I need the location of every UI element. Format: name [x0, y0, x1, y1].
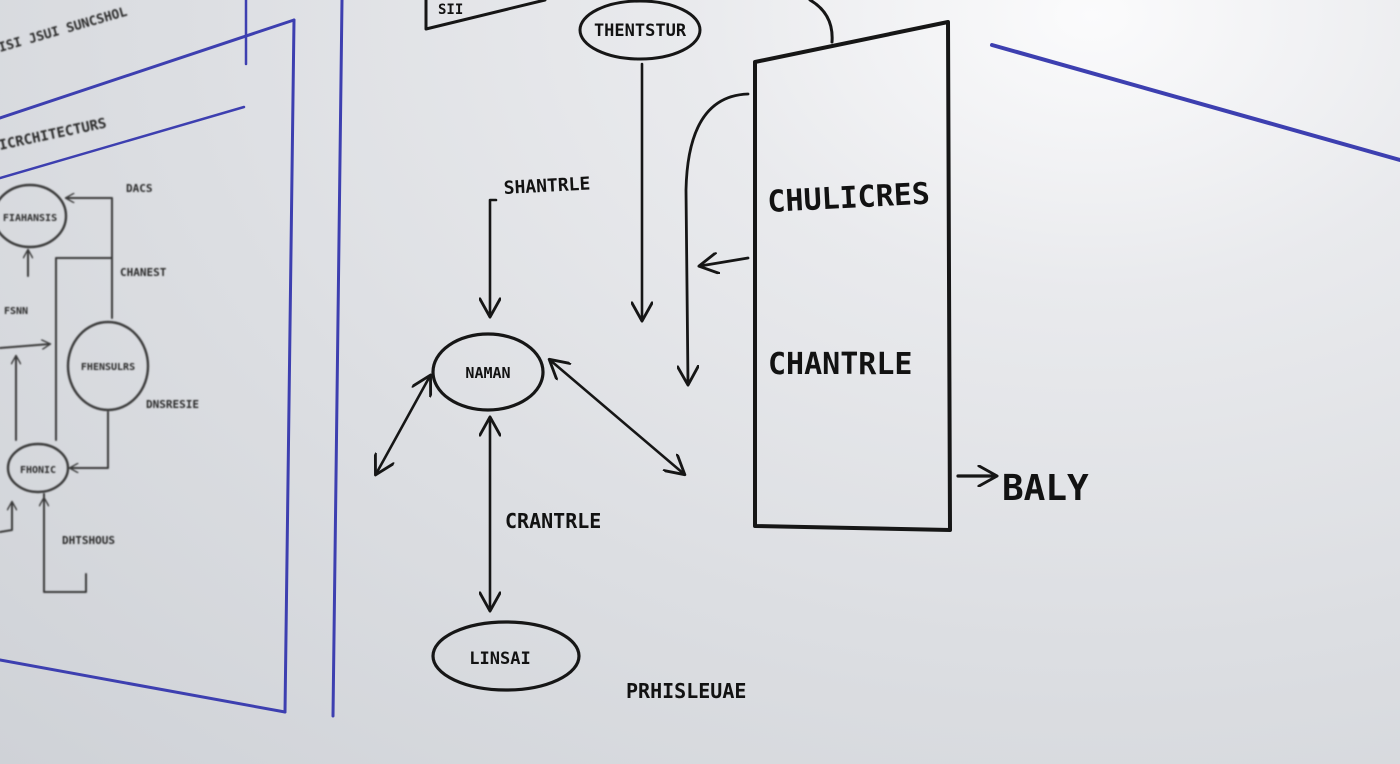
left-node-bottom-label: FHONIC: [20, 465, 56, 476]
box-label-chulicres: CHULICRES: [767, 177, 931, 220]
left-arrow-in: [0, 344, 50, 348]
node-naman: [431, 332, 545, 412]
left-arrow-corner: [0, 502, 12, 533]
arrow-shantrle-to-naman: [490, 198, 496, 316]
left-label-dacs: DACS: [126, 182, 153, 195]
arrow-box-left: [700, 258, 750, 266]
top-partial-box: [424, 0, 547, 31]
arrow-naman-right: [550, 360, 684, 474]
left-label-chanest: CHANEST: [120, 266, 167, 279]
left-label-fsnn: FSNN: [4, 306, 28, 317]
left-frame-title-line: [0, 105, 246, 180]
left-node-mid: [66, 320, 150, 412]
label-crantrle: CRANTRLE: [505, 509, 601, 533]
left-panel: ISI JSUI SUNCSHOL ICRCHITECTURS FIAHANSI…: [0, 5, 199, 593]
arrow-naman-left: [376, 376, 430, 474]
arrow-box-curve-down: [686, 92, 750, 384]
top-partial-label: SII: [438, 2, 463, 18]
connector-top-right: [808, 0, 834, 44]
label-shantrle: SHANTRLE: [503, 173, 591, 199]
divider-line: [331, 0, 344, 718]
left-node-mid-label: FHENSULRS: [81, 362, 135, 373]
node-thentstur: [578, 0, 702, 61]
left-node-top: [0, 183, 68, 249]
left-connector-mid: [55, 257, 113, 441]
node-naman-label: NAMAN: [465, 364, 510, 382]
left-frame-right-line: [283, 18, 296, 714]
label-baly: BALY: [1002, 468, 1089, 509]
label-prhisleuae: PRHISLEUAE: [626, 679, 746, 703]
box-chulicres-chantrle: [753, 20, 952, 532]
left-frame-bottom-line: [0, 658, 287, 714]
left-node-top-label: FIAHANSIS: [3, 213, 57, 224]
left-arrow-mid-to-bottom: [70, 411, 109, 468]
left-label-dhtshous: DHTSHOUS: [62, 534, 115, 547]
left-node-bottom: [6, 442, 70, 494]
node-linsai-label: LINSAI: [469, 649, 530, 669]
node-thentstur-label: THENTSTUR: [594, 21, 687, 41]
left-connector-bottom: [43, 493, 87, 593]
left-panel-header-text: ISI JSUI SUNCSHOL: [0, 5, 129, 56]
right-frame-line: [990, 43, 1400, 162]
node-linsai: [431, 620, 581, 692]
box-label-chantrle: CHANTRLE: [768, 347, 913, 382]
left-panel-title: ICRCHITECTURS: [0, 115, 108, 153]
left-label-dnsresie: DNSRESIE: [146, 398, 199, 411]
left-arrow-mid-to-top: [66, 198, 113, 319]
